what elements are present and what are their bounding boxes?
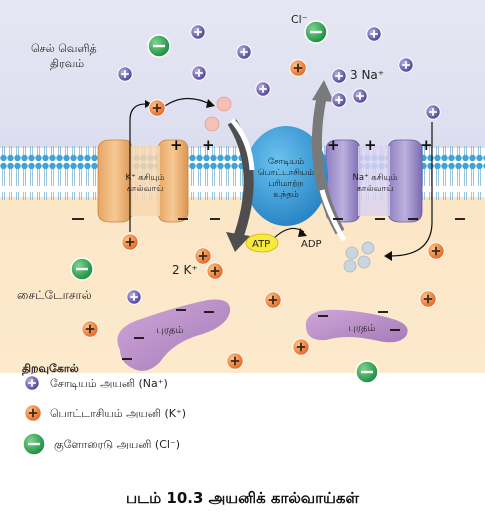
svg-text:+: + (327, 136, 340, 154)
two-potassium-label: 2 K⁺ (172, 263, 198, 277)
legend-potassium-label: பொட்டாசியம் அயனி (K⁺) (50, 407, 186, 420)
svg-text:+: + (364, 136, 377, 154)
sodium-ion (331, 92, 347, 108)
sodium-ion (117, 66, 133, 82)
pump-label-line2: பொட்டாசியம் (258, 168, 314, 178)
k-leak-arrow (129, 103, 149, 232)
svg-text:+: + (420, 136, 433, 154)
sodium-ion (425, 104, 441, 120)
svg-text:+: + (170, 136, 183, 154)
cytosol-label: சைட்டோசால் (17, 288, 92, 302)
chloride-label-top: Cl⁻ (291, 13, 308, 26)
na-leak-channel (325, 139, 423, 223)
legend-title: திறவுகோல் (22, 362, 79, 376)
k-channel-label-line1: K⁺ கசியும் (126, 173, 165, 183)
potassium-ion (264, 291, 282, 309)
protein-left-label: புரதம் (156, 325, 183, 336)
potassium-ion (81, 320, 99, 338)
k-pump-arrow (227, 119, 254, 240)
protein-right (305, 309, 408, 343)
na-channel-label-line2: கால்வாய் (357, 184, 394, 194)
figure-caption: படம் 10.3 அயனிக் கால்வாய்கள் (126, 489, 359, 507)
na-channel-label-line1: Na⁺ கசியும் (353, 173, 398, 183)
potassium-ion (194, 247, 212, 265)
protein-left (117, 299, 231, 371)
chloride-ion (304, 20, 328, 44)
sodium-ion (255, 81, 271, 97)
sodium-ion (190, 24, 206, 40)
k-leak-channel (97, 139, 189, 223)
sodium-ion (331, 68, 347, 84)
legend-chloride-icon (22, 432, 46, 456)
k-channel-label-line2: கால்வாய் (127, 184, 164, 194)
pump-label-line3: பரிமாற்ற (268, 179, 304, 189)
potassium-ion (419, 290, 437, 308)
pump-label-line4: உந்தம் (273, 190, 299, 200)
potassium-ion (427, 242, 445, 260)
pump-label-line1: சோடியம் (268, 157, 304, 167)
extracellular-label-line1: செல் வெளித் (31, 42, 97, 55)
sodium-ion (126, 289, 142, 305)
legend-potassium-icon (24, 404, 42, 422)
sodium-ion (191, 65, 207, 81)
potassium-ion (226, 352, 244, 370)
sodium-ion (352, 88, 368, 104)
potassium-ion (148, 99, 166, 117)
chloride-ion (147, 34, 171, 58)
extracellular-label-line2: திரவம் (50, 57, 84, 70)
sodium-potassium-pump (244, 126, 328, 226)
protein-right-label: புரதம் (348, 323, 375, 334)
sodium-ion (398, 57, 414, 73)
na-leak-arrow (389, 122, 433, 257)
legend-chloride-label: குளோரைடு அயனி (Cl⁻) (54, 438, 180, 453)
adp-label: ADP (301, 239, 322, 250)
chloride-ion (70, 257, 94, 281)
potassium-ion (206, 262, 224, 280)
svg-text:+: + (202, 136, 215, 154)
sodium-ion (236, 44, 252, 60)
sodium-ion (366, 26, 382, 42)
potassium-ion (292, 338, 310, 356)
chloride-ion (355, 360, 379, 384)
potassium-ion (289, 59, 307, 77)
atp-label: ATP (252, 239, 270, 250)
three-sodium-label: 3 Na⁺ (350, 68, 384, 82)
legend-sodium-label: சோடியம் அயனி (Na⁺) (50, 377, 168, 390)
extracellular-region (0, 0, 485, 148)
potassium-ion (121, 233, 139, 251)
legend-sodium-icon (24, 375, 40, 391)
atp-oval (245, 233, 279, 253)
